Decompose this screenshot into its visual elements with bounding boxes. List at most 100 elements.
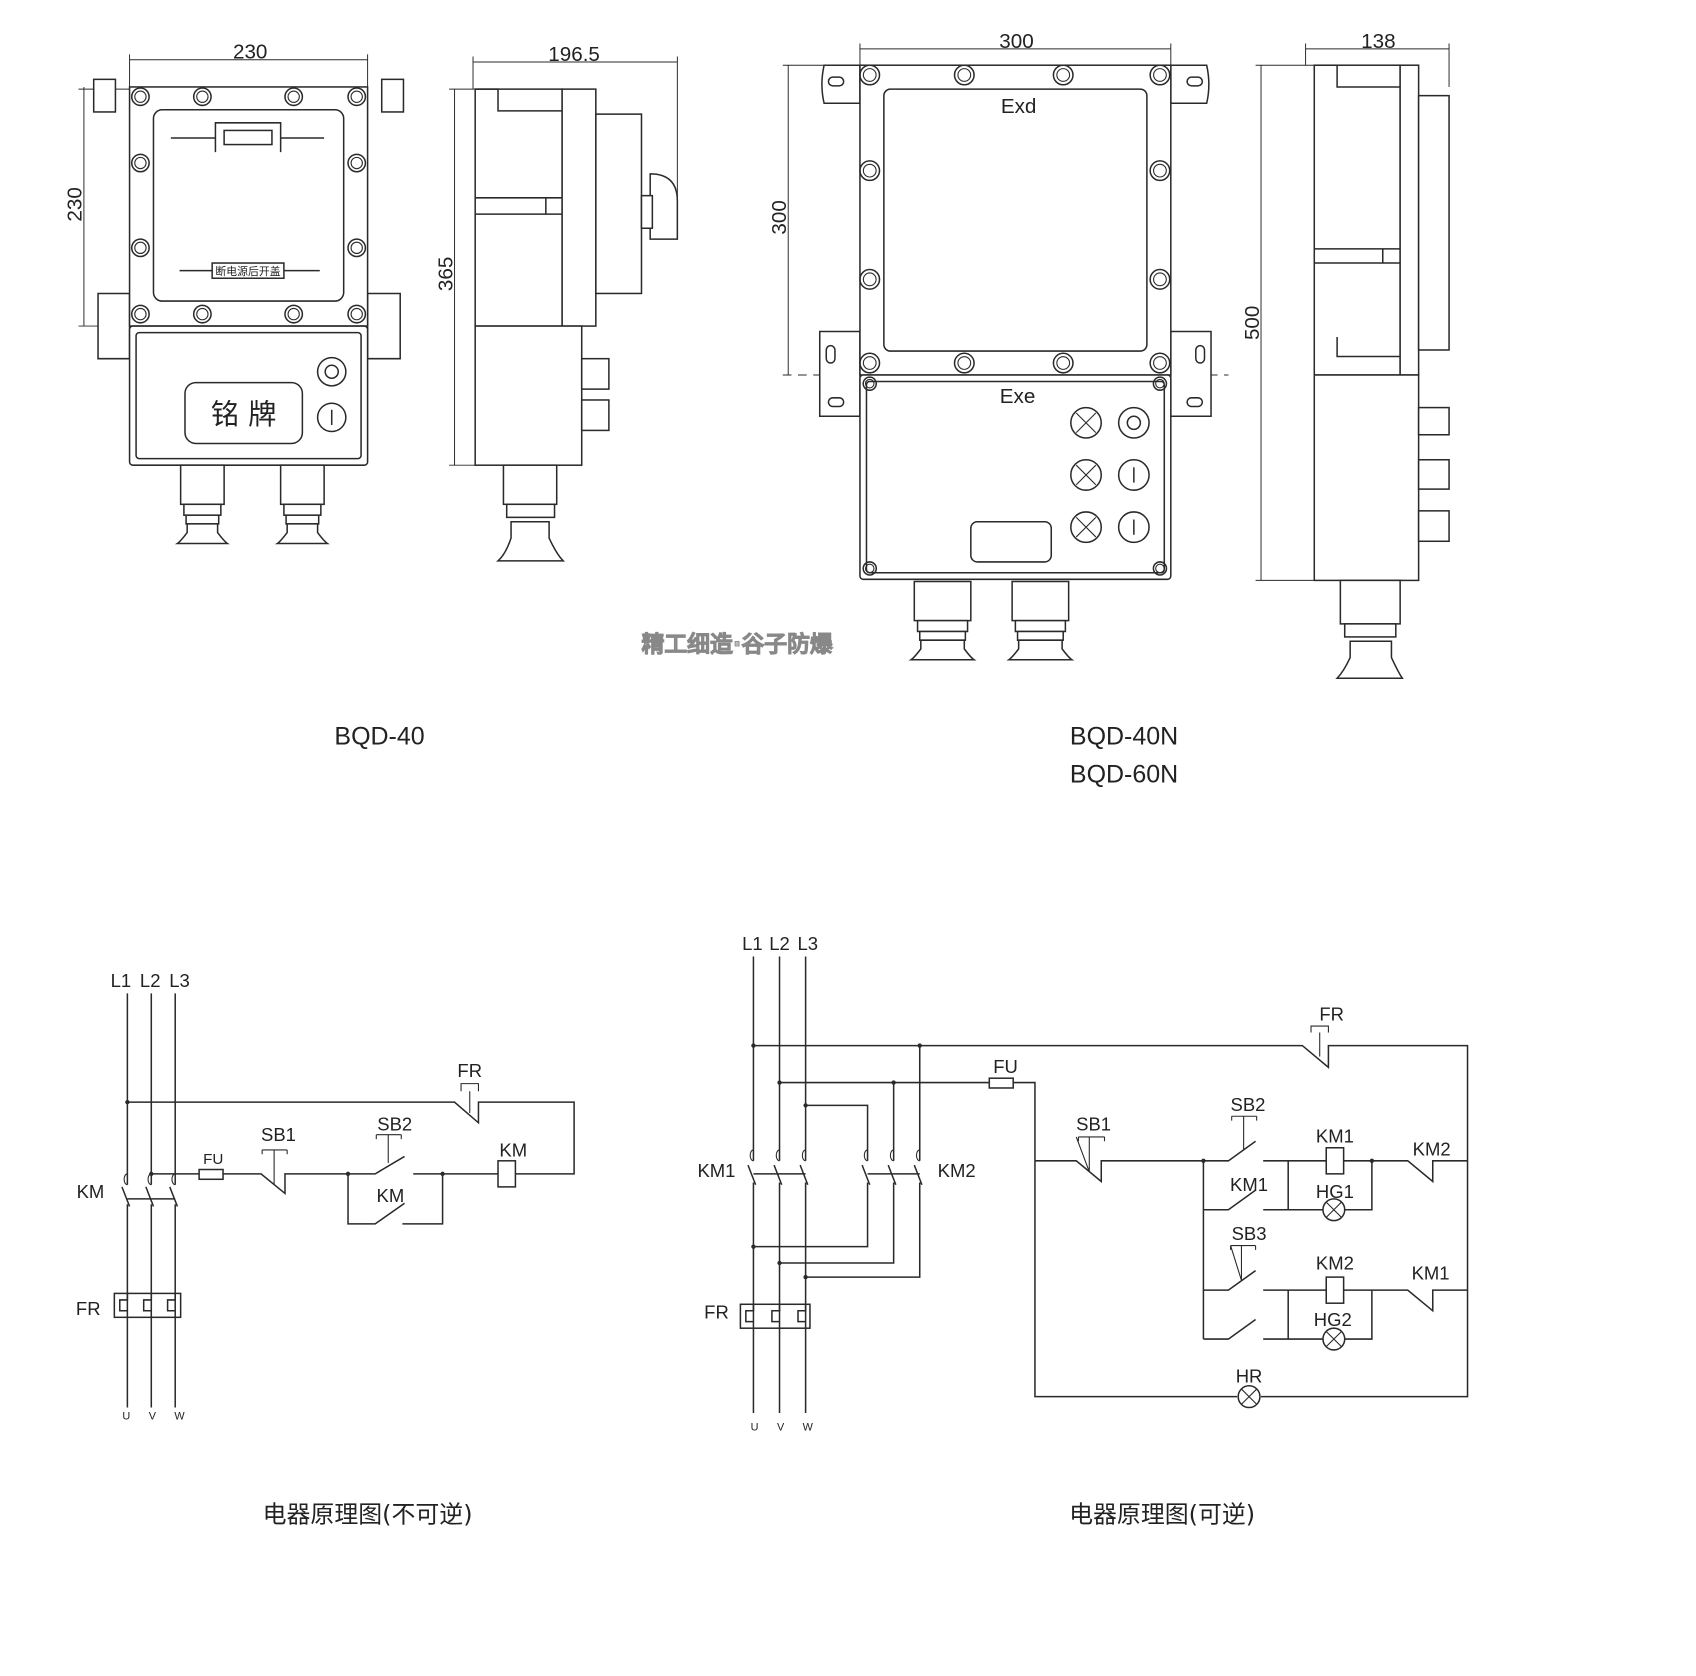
label-coil-km: KM — [499, 1139, 527, 1160]
cover-bolts — [130, 87, 367, 461]
lamp-hg2-icon — [1322, 1327, 1346, 1351]
phase-label: L1 — [742, 933, 763, 954]
bolt-icon — [862, 376, 878, 391]
caption-non-reversing: 电器原理图(不可逆) — [263, 1501, 473, 1529]
bolt-icon — [859, 160, 881, 182]
label-km1: KM1 — [697, 1160, 735, 1181]
bolt-icon — [130, 87, 150, 107]
nameplate: 铭 牌 — [211, 398, 276, 431]
indicator-lamps — [1070, 406, 1150, 544]
cable-gland-icon — [279, 464, 325, 506]
bolt-icon — [347, 87, 367, 107]
stop-button-icon — [1117, 406, 1150, 439]
bolt-icon — [347, 304, 367, 324]
chamber-label-exd: Exd — [1001, 95, 1037, 118]
cable-glands — [174, 464, 330, 545]
label-sb2: SB2 — [377, 1113, 412, 1134]
bolt-icon — [347, 153, 367, 173]
indicator-lamp-icon — [1070, 458, 1103, 491]
bolt-icon — [859, 352, 881, 374]
bolt-icon — [130, 238, 150, 258]
output-label: V — [777, 1421, 785, 1433]
bolt-icon — [192, 87, 212, 107]
bqd40n-side-view: 138 500 — [1241, 30, 1450, 679]
output-label: W — [174, 1410, 185, 1422]
display-window — [970, 520, 1053, 563]
label-hg2: HG2 — [1314, 1309, 1352, 1330]
dim-depth: 138 — [1361, 30, 1395, 53]
bqd40-side-view: 196.5 365 — [434, 43, 679, 562]
lamp-hr-icon — [1237, 1385, 1261, 1409]
bqd40n-front-view: 300 300 Exd Exe — [768, 30, 1229, 661]
lamp-hg1-icon — [1322, 1198, 1346, 1222]
cable-gland-icon — [913, 580, 972, 622]
label-fu: FU — [203, 1151, 223, 1168]
warning-plate: 断电源后开盖 — [215, 264, 280, 278]
bolt-icon — [859, 268, 881, 290]
bolt-icon — [1152, 561, 1168, 576]
label-hr: HR — [1236, 1366, 1263, 1387]
phase-label: L1 — [111, 970, 132, 991]
bolt-icon — [1152, 376, 1168, 391]
label-fr: FR — [704, 1301, 729, 1322]
start-button-icon — [1117, 511, 1150, 544]
phase-label: L2 — [769, 933, 790, 954]
chamber-label-exe: Exe — [1000, 385, 1036, 408]
bqd40-front-view: 230 230 断电源后开盖 铭 牌 — [64, 41, 405, 545]
bolt-icon — [284, 87, 304, 107]
bolt-icon — [284, 304, 304, 324]
bolt-icon — [1052, 352, 1074, 374]
output-label: V — [149, 1410, 157, 1422]
bolt-icon — [1052, 64, 1074, 86]
indicator-lamp-icon — [1070, 511, 1103, 544]
bolt-icon — [1149, 64, 1171, 86]
dim-width: 300 — [999, 30, 1033, 53]
label-fr-contact: FR — [1319, 1004, 1344, 1025]
cover-bolts — [859, 64, 1171, 576]
bolt-icon — [1149, 160, 1171, 182]
label-coil-km1: KM1 — [1316, 1125, 1354, 1146]
phase-label: L3 — [169, 970, 190, 991]
output-label: U — [122, 1410, 130, 1422]
bolt-icon — [192, 304, 212, 324]
cable-gland-icon — [179, 464, 225, 506]
output-label: W — [803, 1421, 814, 1433]
label-hold-km: KM — [377, 1185, 405, 1206]
label-interlock-km2: KM2 — [1413, 1138, 1451, 1159]
label-fr: FR — [76, 1298, 101, 1319]
start-button-icon — [316, 402, 347, 433]
label-interlock-km1: KM1 — [1412, 1262, 1450, 1283]
caption-reversing: 电器原理图(可逆) — [1069, 1501, 1255, 1529]
label-sb3: SB3 — [1232, 1223, 1267, 1244]
label-sb1: SB1 — [1076, 1113, 1111, 1134]
model-title-bqd60n: BQD-60N — [1070, 761, 1178, 789]
dim-depth: 196.5 — [548, 43, 600, 66]
dim-side-height: 365 — [434, 257, 457, 291]
label-hold-km1: KM1 — [1230, 1174, 1268, 1195]
bolt-icon — [1149, 268, 1171, 290]
model-title-bqd40n: BQD-40N — [1070, 723, 1178, 751]
dim-height: 300 — [768, 200, 791, 234]
cable-glands — [908, 580, 1075, 661]
output-label: U — [751, 1421, 759, 1433]
phase-label: L3 — [798, 933, 819, 954]
label-hg1: HG1 — [1316, 1181, 1354, 1202]
label-km: KM — [77, 1181, 105, 1202]
bolt-icon — [1149, 352, 1171, 374]
dim-height: 230 — [64, 187, 87, 221]
dim-width: 230 — [233, 41, 267, 64]
label-sb1: SB1 — [261, 1124, 296, 1145]
bolt-icon — [862, 561, 878, 576]
model-title-bqd40: BQD-40 — [334, 723, 424, 751]
bolt-icon — [130, 153, 150, 173]
circuit-non-reversing: L1 L2 L3 KM FR FR FU SB1 SB2 KM KM U V W — [76, 970, 575, 1422]
bolt-icon — [130, 304, 150, 324]
label-km2: KM2 — [938, 1160, 976, 1181]
bolt-icon — [953, 64, 975, 86]
bolt-icon — [953, 352, 975, 374]
label-coil-km2: KM2 — [1316, 1252, 1354, 1273]
bolt-icon — [347, 238, 367, 258]
stop-button-icon — [316, 356, 347, 387]
